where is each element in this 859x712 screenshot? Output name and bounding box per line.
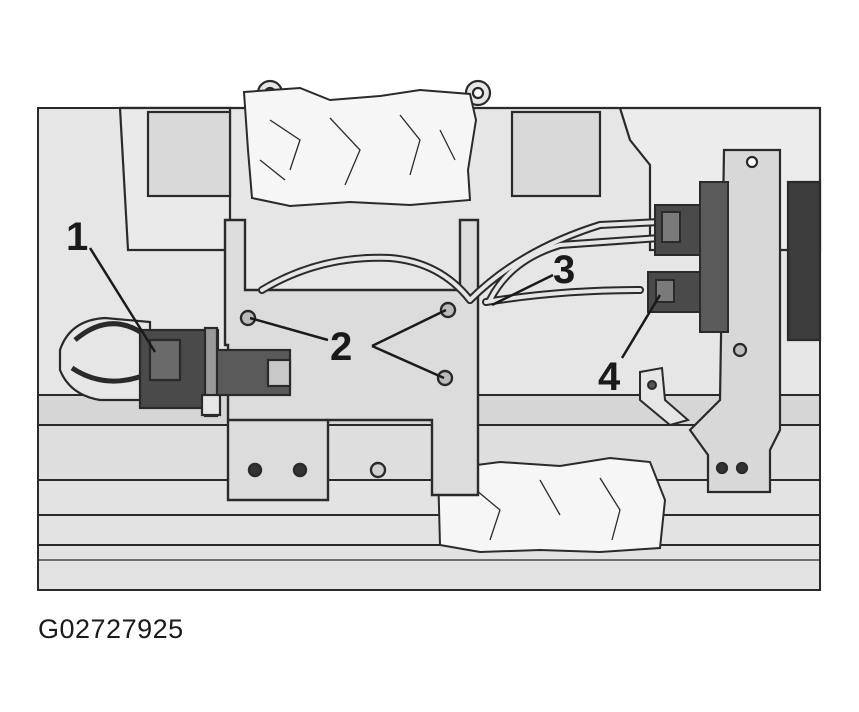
callout-4: 4 xyxy=(598,355,621,399)
protective-cloth-bottom xyxy=(436,456,667,554)
protective-cloth-top xyxy=(242,86,478,208)
figure-id-label: G02727925 xyxy=(38,614,184,644)
right-mounting-strap xyxy=(688,148,822,494)
leader-lines xyxy=(88,247,662,380)
left-component xyxy=(58,316,292,418)
harness-bracket xyxy=(223,218,480,502)
floor-clip xyxy=(639,366,691,427)
callout-1: 1 xyxy=(66,215,88,259)
rear-panel xyxy=(118,79,822,252)
callout-2: 2 xyxy=(330,325,352,369)
callout-3: 3 xyxy=(553,248,575,292)
right-connectors xyxy=(647,181,729,333)
